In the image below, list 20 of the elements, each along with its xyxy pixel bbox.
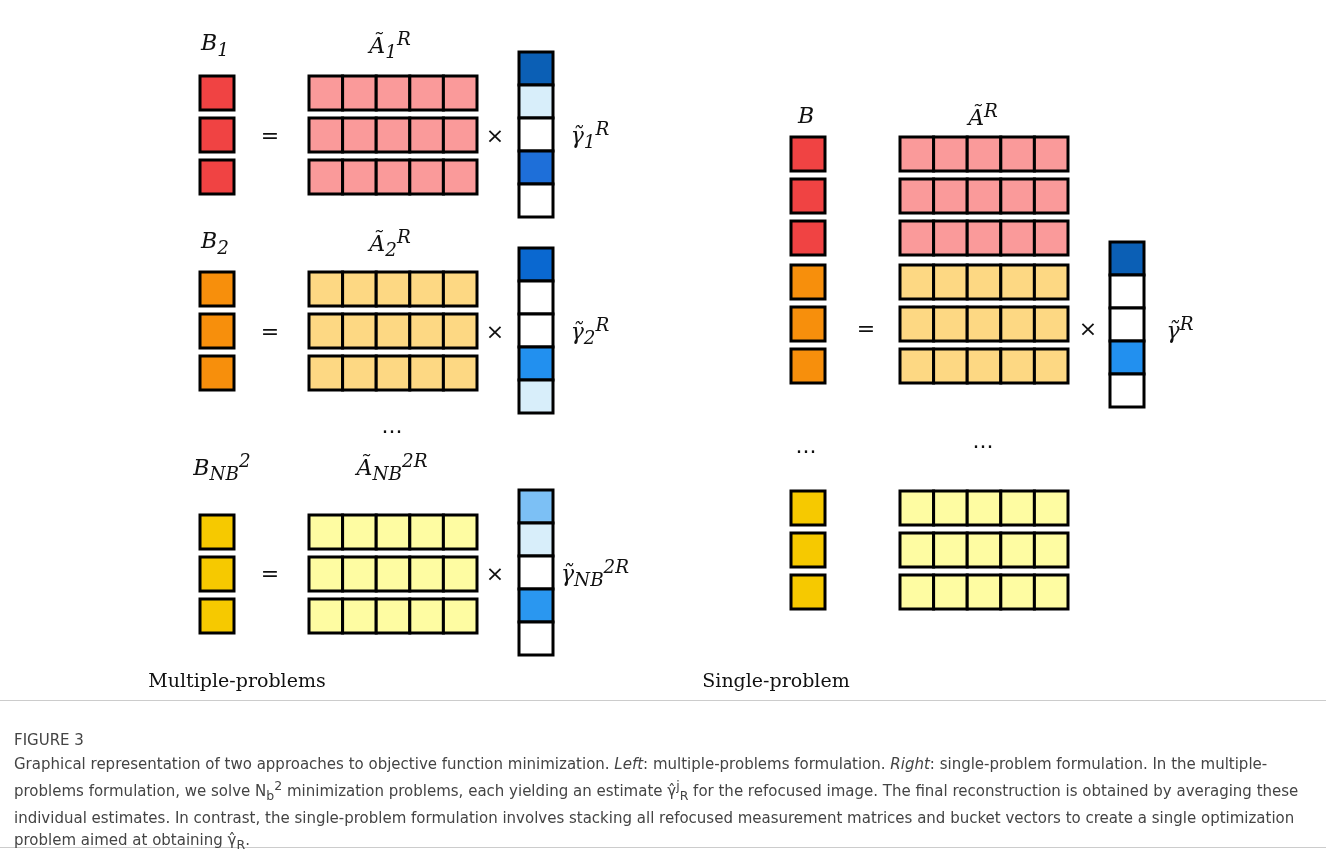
- math-label: B$_{2}$: [201, 228, 229, 258]
- math-label: γ̃$^{R}$: [1166, 312, 1194, 344]
- caption-text: Graphical representation of two approaches to objective function minimization. Left: multiple-problems formulation. Right: single-problem formulation. In the multiple-problems formulation, we solve N$_{b}$$^{2}$ minimization problems, each yielding an estimate γ̂$^{j}$$_{R}$ for the refocused image. The final reconstruction is obtained by averaging these individual estimates. In contrast, the single-problem formulation involves stacking all refocused measurement matrices and bucket vectors to create a single optimization problem aimed at obtaining γ̂$_{R}$.: [14, 754, 1300, 854]
- times-sign: ×: [485, 318, 505, 344]
- panel-title: Multiple-problems: [148, 669, 326, 691]
- equals-sign: =: [260, 560, 280, 586]
- times-sign: ×: [1078, 315, 1098, 341]
- times-sign: ×: [485, 560, 505, 586]
- equals-sign: =: [856, 315, 876, 341]
- ellipsis: ...: [972, 427, 994, 453]
- panel-title: Single-problem: [702, 669, 850, 691]
- math-label: B$_{1}$: [201, 30, 229, 60]
- figure-label: FIGURE 3: [14, 731, 84, 749]
- equals-sign: =: [260, 318, 280, 344]
- math-label: B: [797, 102, 815, 128]
- ellipsis: ...: [381, 412, 403, 438]
- equals-sign: =: [260, 122, 280, 148]
- ellipsis: ...: [795, 432, 817, 458]
- times-sign: ×: [485, 122, 505, 148]
- math-label: Ã$^{R}$: [968, 99, 998, 131]
